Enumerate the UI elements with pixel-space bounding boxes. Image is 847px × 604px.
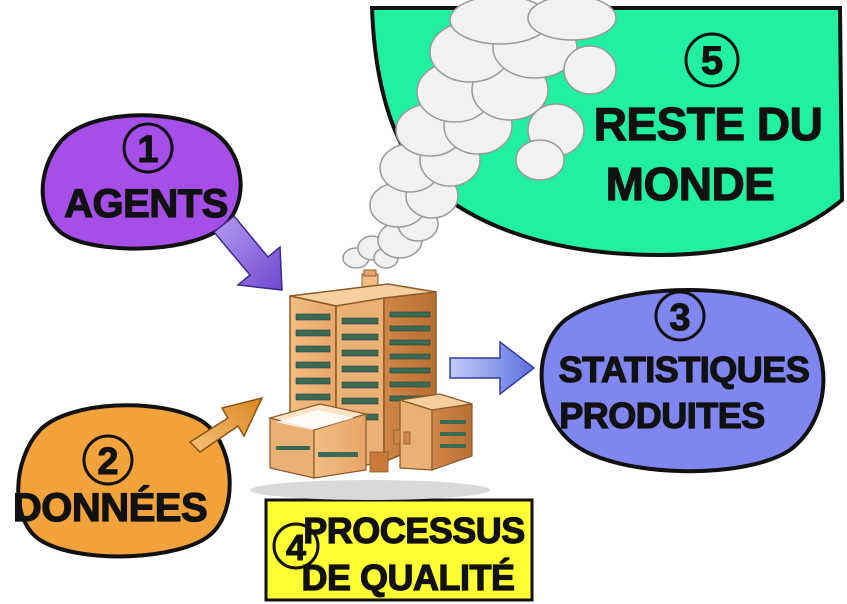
processus-box bbox=[264, 498, 534, 602]
statistiques-label-line1: STATISTIQUES bbox=[559, 349, 810, 390]
node-processus-de-qualite: 4 PROCESSUS DE QUALITÉ bbox=[264, 498, 534, 602]
processus-label-line1: PROCESSUS bbox=[303, 510, 525, 551]
node-statistiques-produites: 3 STATISTIQUES PRODUITES bbox=[539, 288, 826, 474]
processus-number: 4 bbox=[286, 527, 306, 568]
statistiques-number-circle bbox=[654, 290, 706, 342]
arrow-factory-to-statistiques bbox=[449, 340, 536, 396]
agents-number: 1 bbox=[137, 129, 158, 171]
node-donnees: 2 DONNÉES bbox=[12, 403, 232, 559]
reste-du-monde-number: 5 bbox=[701, 39, 723, 83]
processus-number-circle bbox=[272, 522, 320, 570]
donnees-label: DONNÉES bbox=[13, 485, 207, 530]
statistiques-number: 3 bbox=[669, 297, 690, 339]
agents-number-circle bbox=[122, 122, 174, 174]
donnees-number: 2 bbox=[97, 441, 118, 483]
factory-building-icon bbox=[250, 269, 490, 500]
arrow-agents-shaft bbox=[212, 214, 283, 291]
reste-du-monde-number-circle bbox=[684, 32, 740, 88]
reste-du-monde-label-line1: RESTE DU bbox=[594, 98, 823, 150]
arrow-agents-to-factory bbox=[212, 214, 283, 291]
statistiques-label-line2: PRODUITES bbox=[559, 395, 765, 436]
donnees-number-circle bbox=[82, 434, 134, 486]
donnees-blob bbox=[16, 403, 232, 559]
node-agents: 1 AGENTS bbox=[40, 113, 243, 251]
statistiques-blob bbox=[539, 288, 826, 474]
arrow-output-shaft bbox=[449, 340, 536, 396]
reste-du-monde-label-line2: MONDE bbox=[606, 158, 775, 210]
smoke-cloud bbox=[342, 0, 617, 269]
agents-label: AGENTS bbox=[64, 182, 228, 226]
arrow-donnees-shaft bbox=[188, 396, 264, 453]
arrow-donnees-to-factory bbox=[188, 396, 264, 453]
processus-label-line2: DE QUALITÉ bbox=[301, 557, 514, 598]
